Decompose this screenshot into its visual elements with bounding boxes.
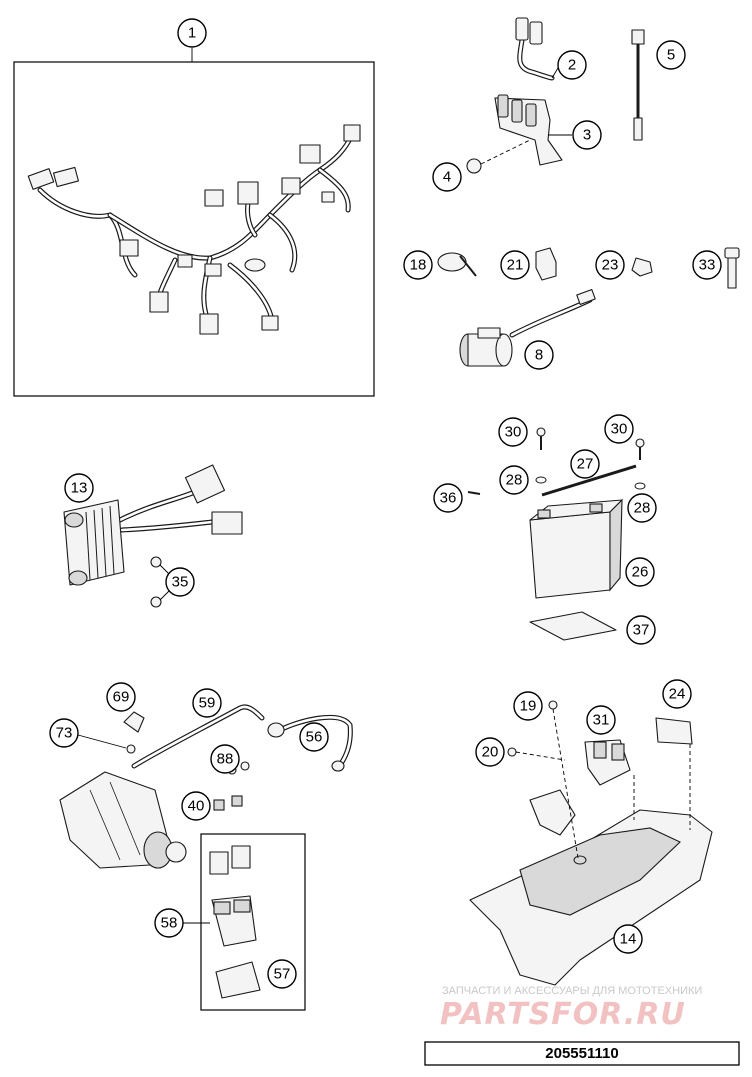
callout-24: 24	[662, 679, 692, 709]
callout-58: 58	[154, 908, 184, 938]
svg-text:73: 73	[56, 725, 73, 742]
callout-1: 1	[177, 18, 207, 48]
svg-text:88: 88	[217, 751, 234, 768]
svg-text:27: 27	[577, 456, 594, 473]
svg-text:5: 5	[667, 47, 675, 64]
svg-text:4: 4	[443, 169, 451, 186]
svg-text:3: 3	[583, 127, 591, 144]
svg-text:23: 23	[602, 257, 619, 274]
callout-4: 4	[432, 162, 462, 192]
holder-bracket-3	[494, 94, 572, 166]
svg-text:30: 30	[505, 424, 522, 441]
callout-21: 21	[500, 250, 530, 280]
svg-text:21: 21	[507, 257, 524, 274]
callout-28a: 28	[499, 465, 529, 495]
svg-text:58: 58	[161, 915, 178, 932]
callout-28b: 28	[627, 493, 657, 523]
callout-5: 5	[656, 40, 686, 70]
svg-text:37: 37	[633, 622, 650, 639]
svg-text:28: 28	[634, 500, 651, 517]
regulator-13	[63, 464, 243, 586]
document-number-box: 205551110	[424, 1041, 740, 1066]
svg-text:2: 2	[568, 57, 576, 74]
battery-group	[467, 427, 646, 641]
callout-59: 59	[192, 688, 222, 718]
callout-73: 73	[49, 718, 79, 748]
svg-text:69: 69	[113, 689, 130, 706]
svg-text:56: 56	[306, 729, 323, 746]
callout-88: 88	[210, 744, 240, 774]
clip-21	[535, 247, 557, 281]
watermark: ЗАПЧАСТИ И АКСЕССУАРЫ ДЛЯ МОТОТЕХНИКИ PA…	[440, 985, 702, 1032]
cable-tie-18	[437, 252, 477, 277]
bolt-33	[724, 247, 740, 289]
callout-2: 2	[557, 50, 587, 80]
svg-text:36: 36	[440, 490, 457, 507]
starter-group	[59, 704, 353, 869]
screw-4	[466, 139, 531, 174]
svg-text:14: 14	[620, 931, 637, 948]
callout-69: 69	[106, 682, 136, 712]
harness-frame	[13, 61, 375, 397]
callout-37: 37	[626, 615, 656, 645]
cable-5	[631, 29, 645, 141]
callout-14: 14	[613, 924, 643, 954]
callout-27: 27	[570, 449, 600, 479]
svg-text:1: 1	[188, 25, 196, 42]
callout-35: 35	[165, 567, 195, 597]
svg-text:8: 8	[535, 347, 543, 364]
callout-30a: 30	[498, 417, 528, 447]
callout-8: 8	[524, 340, 554, 370]
svg-text:19: 19	[520, 698, 537, 715]
relay-frame	[200, 833, 306, 1011]
callout-3: 3	[572, 120, 602, 150]
svg-text:31: 31	[593, 712, 610, 729]
callout-23: 23	[595, 250, 625, 280]
wiring-harness-group	[13, 48, 375, 397]
svg-text:13: 13	[71, 480, 88, 497]
sensor-8	[459, 289, 596, 367]
callout-18: 18	[403, 250, 433, 280]
relay-group	[183, 833, 306, 1011]
starter-motor	[59, 771, 187, 869]
callout-20: 20	[475, 737, 505, 767]
callout-40: 40	[181, 791, 211, 821]
svg-text:26: 26	[632, 564, 649, 581]
svg-text:57: 57	[274, 966, 291, 983]
svg-text:24: 24	[669, 686, 686, 703]
callout-30b: 30	[604, 414, 634, 444]
nuts-35	[150, 556, 171, 608]
callout-33: 33	[692, 250, 722, 280]
document-number: 205551110	[545, 1045, 618, 1062]
watermark-brand: PARTSFOR.RU	[440, 997, 686, 1032]
watermark-tagline: ЗАПЧАСТИ И АКСЕССУАРЫ ДЛЯ МОТОТЕХНИКИ	[442, 985, 702, 997]
callout-57: 57	[267, 959, 297, 989]
svg-text:35: 35	[172, 574, 189, 591]
svg-text:18: 18	[410, 257, 427, 274]
callout-56: 56	[299, 722, 329, 752]
cable-2	[515, 17, 559, 81]
callout-36: 36	[433, 483, 463, 513]
tray-group	[469, 700, 713, 986]
svg-text:59: 59	[199, 695, 216, 712]
clip-23	[631, 257, 653, 277]
svg-text:20: 20	[482, 744, 499, 761]
callout-13: 13	[64, 473, 94, 503]
svg-text:28: 28	[506, 472, 523, 489]
callout-26: 26	[625, 557, 655, 587]
callout-19: 19	[513, 691, 543, 721]
svg-text:33: 33	[699, 257, 716, 274]
callout-31: 31	[586, 705, 616, 735]
svg-text:40: 40	[188, 798, 205, 815]
svg-text:30: 30	[611, 421, 628, 438]
